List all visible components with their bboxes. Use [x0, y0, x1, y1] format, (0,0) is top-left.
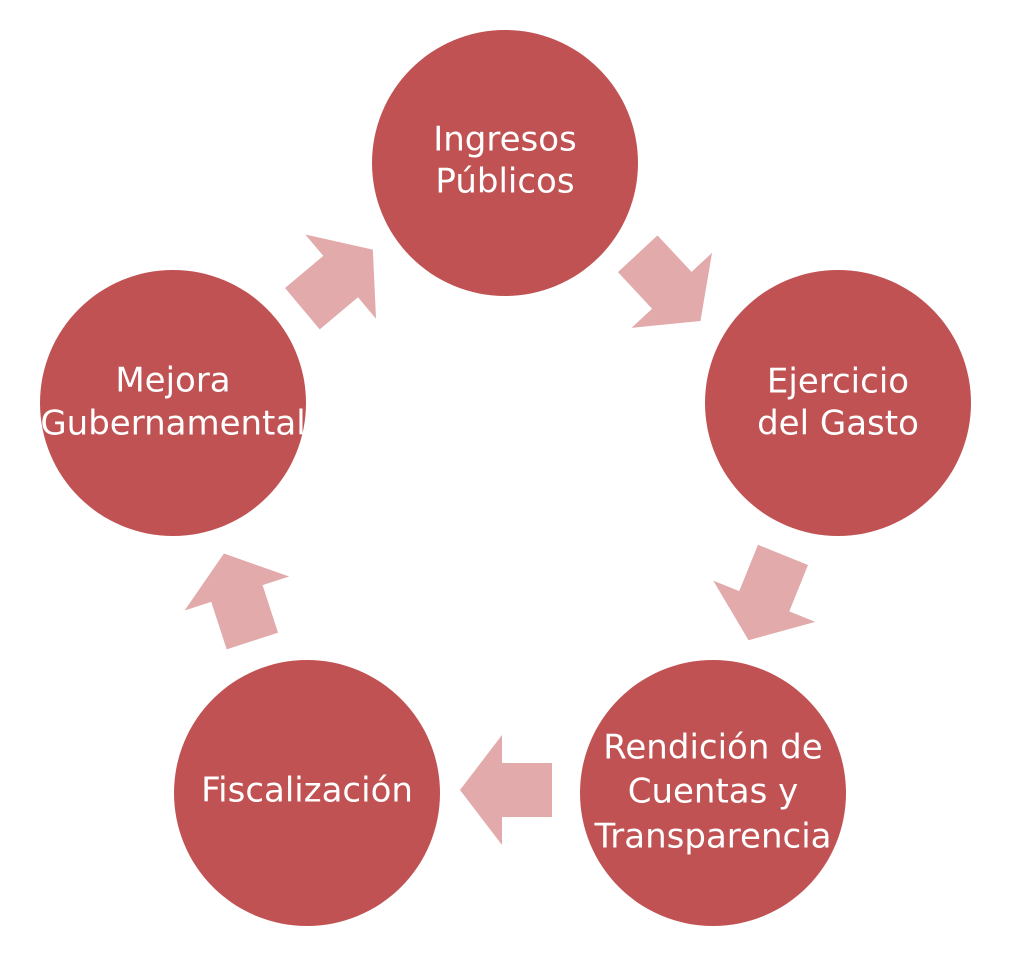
arrow-ingresos-to-ejercicio — [617, 235, 713, 328]
node-label-line: Gubernamental — [40, 404, 305, 444]
node-ejercicio-del-gasto: Ejercicio del Gasto — [705, 270, 971, 536]
node-mejora-gubernamental-label: Mejora Gubernamental — [40, 361, 305, 444]
node-label-line: Públicos — [435, 162, 574, 202]
node-fiscalizacion: Fiscalización — [174, 660, 440, 926]
node-rendicion-de-cuentas-label: Rendición de Cuentas y Transparencia — [594, 728, 832, 857]
node-ejercicio-del-gasto-label: Ejercicio del Gasto — [757, 362, 919, 444]
node-mejora-gubernamental: Mejora Gubernamental — [40, 270, 306, 536]
node-label-line: Ingresos — [433, 120, 577, 160]
arrow-ejercicio-to-rendicion — [713, 544, 816, 641]
node-rendicion-de-cuentas: Rendición de Cuentas y Transparencia — [580, 660, 846, 926]
node-label-line: Fiscalización — [201, 771, 413, 811]
node-ingresos-publicos-label: Ingresos Públicos — [433, 120, 577, 202]
node-label-line: Ejercicio — [767, 362, 909, 402]
node-label-line: Rendición de — [603, 728, 822, 768]
node-ingresos-publicos: Ingresos Públicos — [372, 30, 638, 296]
node-label-line: Transparencia — [594, 817, 832, 857]
node-fiscalizacion-label: Fiscalización — [201, 771, 413, 811]
node-label-line: Mejora — [115, 361, 230, 401]
node-label-line: Cuentas y — [628, 772, 799, 812]
arrow-rendicion-to-fiscalizacion — [460, 735, 552, 845]
node-label-line: del Gasto — [757, 404, 919, 444]
arrow-fiscalizacion-to-mejora — [184, 553, 290, 650]
arrow-mejora-to-ingresos — [285, 234, 377, 330]
